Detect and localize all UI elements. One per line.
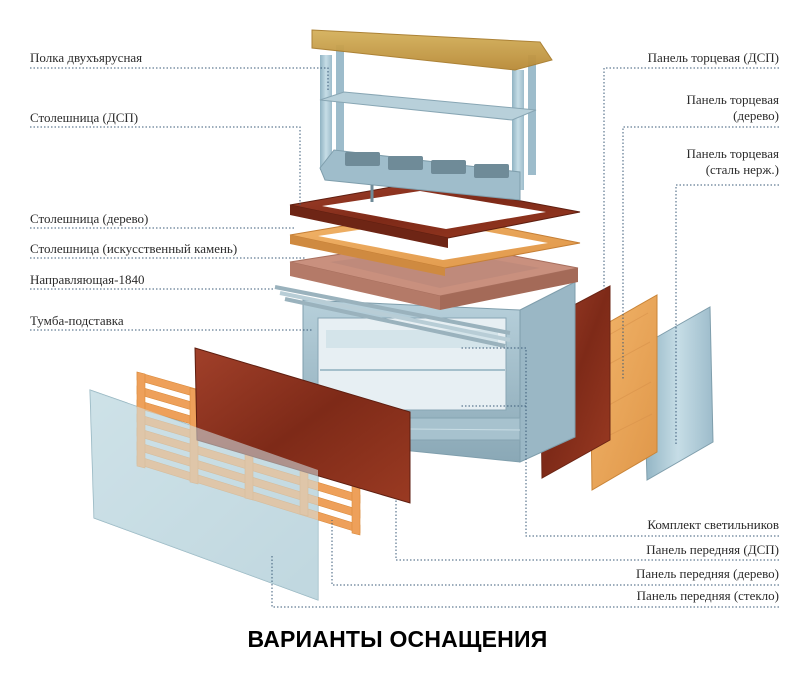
label-front-panel-chipboard: Панель передняя (ДСП) bbox=[646, 542, 779, 557]
guide-rail bbox=[274, 285, 511, 348]
label-front-panel-glass: Панель передняя (стекло) bbox=[636, 588, 779, 603]
label-pedestal: Тумба-подставка bbox=[30, 313, 124, 328]
label-end-panel-steel-line2: (сталь нерж.) bbox=[705, 162, 779, 177]
label-guide-rail: Направляющая-1840 bbox=[30, 272, 145, 287]
label-end-panel-steel-line1: Панель торцевая bbox=[686, 146, 779, 161]
countertop-chipboard bbox=[289, 181, 581, 248]
label-lighting-kit: Комплект светильников bbox=[647, 517, 779, 532]
label-end-panel-wood-line2: (дерево) bbox=[733, 108, 779, 123]
leader-lines bbox=[30, 67, 779, 608]
label-countertop-stone: Столешница (искусственный камень) bbox=[30, 241, 238, 256]
label-end-panel-wood-line1: Панель торцевая bbox=[686, 92, 779, 107]
label-countertop-wood: Столешница (дерево) bbox=[30, 211, 149, 226]
label-two-tier-shelf: Полка двухъярусная bbox=[30, 50, 143, 65]
front-panel-chipboard bbox=[194, 347, 411, 504]
front-panel-glass-overlay bbox=[90, 390, 318, 600]
two-tier-shelf bbox=[311, 29, 553, 202]
diagram-caption: ВАРИАНТЫ ОСНАЩЕНИЯ bbox=[247, 626, 548, 652]
label-front-panel-wood: Панель передняя (дерево) bbox=[635, 566, 779, 581]
label-countertop-chipboard: Столешница (ДСП) bbox=[30, 110, 139, 125]
label-end-panel-chipboard: Панель торцевая (ДСП) bbox=[647, 50, 779, 65]
